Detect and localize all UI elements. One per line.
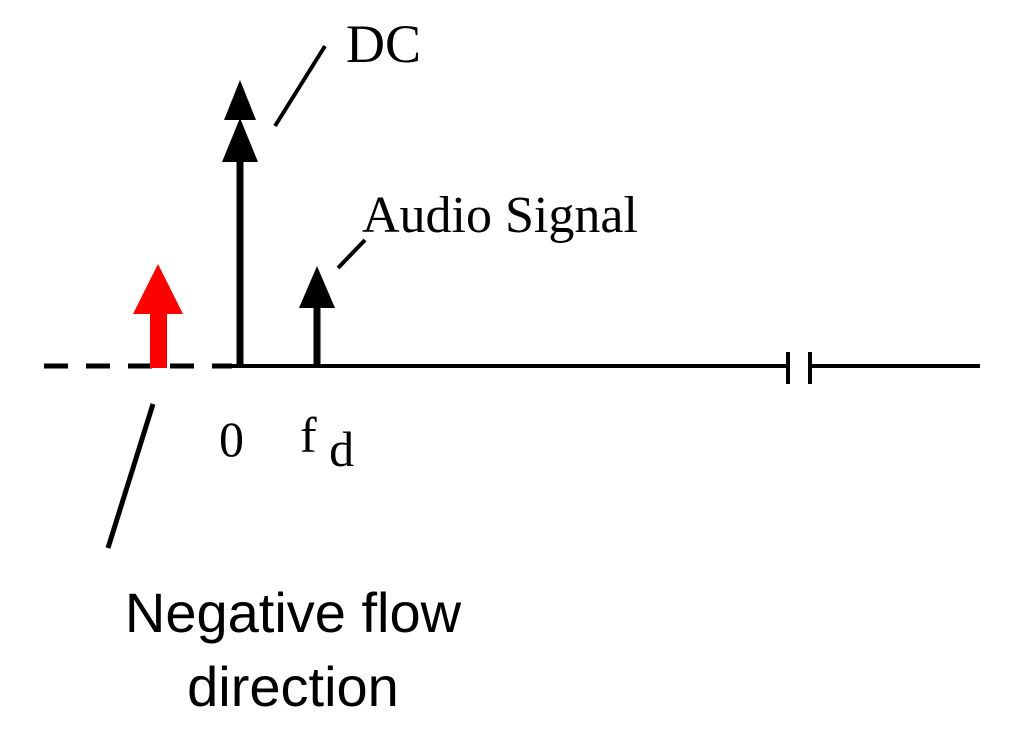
- fd-main-glyph: f: [300, 407, 317, 463]
- negative-flow-arrow: [133, 264, 183, 368]
- dc-leader-line: [273, 44, 327, 128]
- negative-flow-label-line1: Negative flow: [125, 581, 462, 644]
- audio-signal-leader-line: [336, 238, 367, 270]
- audio-signal-impulse-arrow: [299, 266, 335, 366]
- negative-flow-label-line2: direction: [187, 655, 399, 718]
- fd-subscript: d: [329, 421, 354, 477]
- audio-signal-label: Audio Signal: [362, 187, 638, 244]
- zero-tick-label: 0: [219, 411, 244, 467]
- fd-tick-label: f d: [300, 407, 354, 477]
- negative-flow-leader-line: [105, 403, 156, 549]
- dc-impulse-arrow: [222, 80, 258, 366]
- dc-label: DC: [346, 14, 421, 74]
